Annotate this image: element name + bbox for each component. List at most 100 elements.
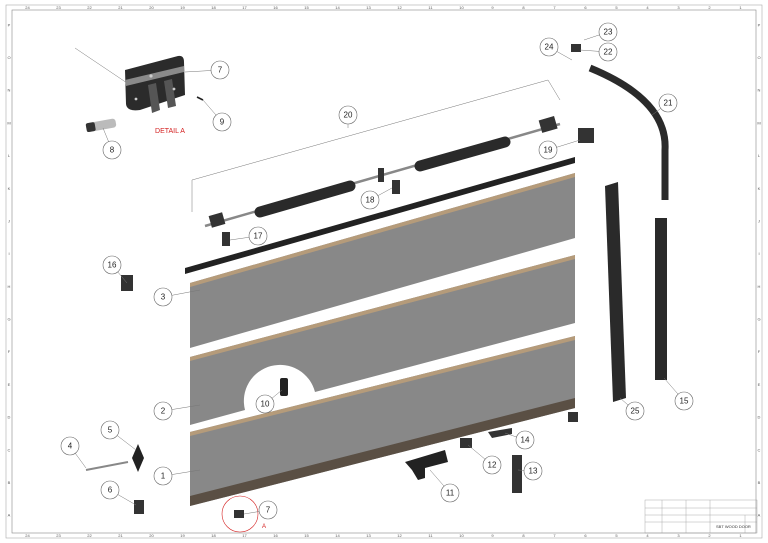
zone-label: O [757, 55, 760, 60]
balloon-1: 1 [153, 466, 201, 486]
door-tracks [571, 44, 669, 402]
title-block: SBT WOOD DOOR [644, 499, 758, 534]
zone-label: I [8, 251, 9, 256]
zone-label: 2 [708, 533, 711, 538]
zone-label: 11 [428, 5, 433, 10]
zone-label: D [8, 415, 11, 420]
svg-text:3: 3 [161, 293, 166, 302]
svg-text:14: 14 [521, 436, 530, 445]
svg-text:2: 2 [161, 407, 166, 416]
zone-label: 8 [522, 533, 525, 538]
balloon-12: 12 [467, 444, 502, 475]
zone-label: 15 [304, 5, 309, 10]
zone-label: B [758, 480, 761, 485]
zone-label: G [7, 317, 10, 322]
detail-a-marker: A [262, 524, 266, 530]
detail-a-circle [221, 495, 259, 533]
balloon-24: 24 [539, 37, 573, 61]
zone-label: 17 [242, 5, 247, 10]
zone-label: 5 [615, 5, 618, 10]
zone-label: 23 [56, 5, 61, 10]
zone-label: P [758, 22, 761, 27]
zone-label: L [758, 153, 761, 158]
zone-label: 4 [646, 533, 649, 538]
zone-label: 18 [211, 5, 216, 10]
svg-text:19: 19 [544, 146, 553, 155]
svg-text:7: 7 [218, 66, 223, 75]
zone-label: M [7, 120, 10, 125]
zone-label: 6 [584, 533, 587, 538]
zone-label: 14 [335, 533, 340, 538]
zone-label: 6 [584, 5, 587, 10]
zone-label: H [8, 284, 11, 289]
zone-label: 4 [646, 5, 649, 10]
zone-label: F [8, 349, 11, 354]
zone-label: G [757, 317, 760, 322]
zone-label: 5 [615, 533, 618, 538]
zone-label: P [8, 22, 11, 27]
balloon-9: 9 [202, 99, 232, 132]
svg-text:16: 16 [108, 261, 117, 270]
torsion-spring-shaft [191, 79, 594, 246]
svg-text:10: 10 [261, 400, 270, 409]
zone-label: 13 [366, 533, 371, 538]
zone-label: 20 [149, 5, 154, 10]
door-panel-1 [190, 336, 575, 506]
zone-label: 17 [242, 533, 247, 538]
balloon-17: 17 [229, 226, 268, 246]
svg-text:21: 21 [664, 99, 673, 108]
zone-label: 3 [677, 533, 680, 538]
svg-text:9: 9 [220, 118, 225, 127]
zone-label: 18 [211, 533, 216, 538]
zone-label: 19 [180, 533, 185, 538]
svg-text:20: 20 [344, 111, 353, 120]
svg-text:23: 23 [604, 28, 613, 37]
balloon-11: 11 [429, 469, 460, 503]
zone-label: 1 [739, 5, 742, 10]
zone-label: D [758, 415, 761, 420]
svg-text:8: 8 [110, 146, 115, 155]
zone-label: B [8, 480, 11, 485]
zone-label: I [758, 251, 759, 256]
zone-label: 2 [708, 5, 711, 10]
zone-label: H [758, 284, 761, 289]
balloon-4: 4 [60, 436, 87, 469]
door-panel-2 [190, 255, 575, 425]
zone-label: N [758, 88, 761, 93]
zone-label: 14 [335, 5, 340, 10]
balloon-13: 13 [517, 461, 543, 481]
zone-label: C [758, 447, 761, 452]
balloon-20: 20 [338, 105, 358, 128]
zone-label: M [757, 120, 760, 125]
balloon-10: 10 [255, 389, 283, 414]
zone-label: E [758, 382, 761, 387]
zone-label: 16 [273, 533, 278, 538]
zone-label: N [8, 88, 11, 93]
svg-text:15: 15 [680, 397, 689, 406]
zone-label: 11 [428, 533, 433, 538]
balloon-18: 18 [360, 187, 393, 210]
zone-label: E [8, 382, 11, 387]
zone-label: 24 [25, 533, 30, 538]
zone-label: 21 [118, 5, 123, 10]
hinges-and-hardware [85, 275, 578, 518]
zone-label: 8 [522, 5, 525, 10]
zone-label: F [758, 349, 761, 354]
zone-label: 12 [397, 533, 402, 538]
zone-label: 1 [739, 533, 742, 538]
zone-label: 7 [553, 533, 556, 538]
svg-text:5: 5 [108, 426, 113, 435]
drawing-title: SBT WOOD DOOR [716, 524, 751, 529]
zone-label: A [8, 513, 11, 518]
svg-text:4: 4 [68, 442, 73, 451]
zone-label: 24 [25, 5, 30, 10]
svg-text:25: 25 [631, 407, 640, 416]
svg-text:12: 12 [488, 461, 497, 470]
zone-label: C [8, 447, 11, 452]
zone-label: O [7, 55, 10, 60]
zone-label: 15 [304, 533, 309, 538]
